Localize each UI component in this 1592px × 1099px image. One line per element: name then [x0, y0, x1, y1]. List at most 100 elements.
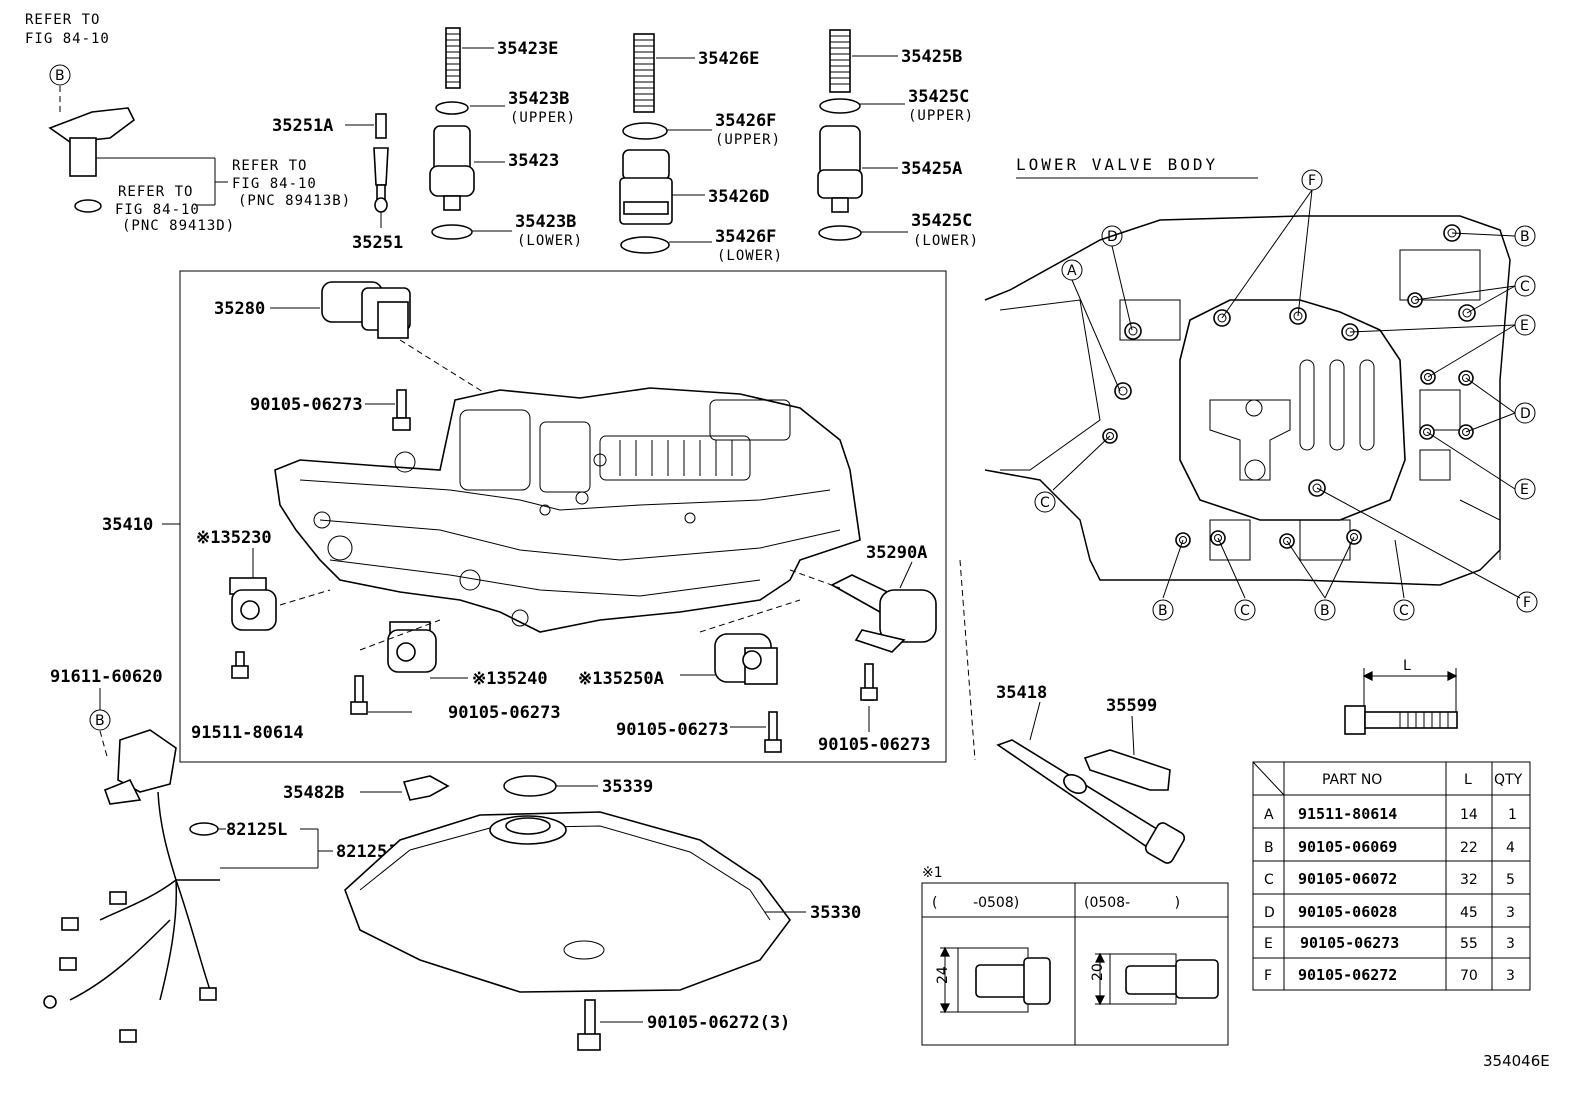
row-key: B	[1264, 840, 1274, 856]
part-82125l: 82125L	[226, 820, 287, 840]
part-35482b: 35482B	[283, 783, 344, 803]
upper-label-2: (UPPER)	[715, 132, 781, 148]
row-length: 70	[1460, 968, 1478, 984]
row-key: C	[1264, 872, 1274, 888]
row-length: 55	[1460, 936, 1478, 952]
o-ring-35425c-upper	[819, 98, 861, 114]
row-key: E	[1264, 936, 1273, 952]
harness-group: 91611-60620 B 82125L 82125J	[43, 667, 397, 1043]
part-35280: 35280	[214, 299, 265, 319]
refer-to-label-3: REFER TO	[118, 184, 193, 200]
note-mark: ※1	[922, 865, 943, 881]
callout-b-circle	[49, 64, 71, 86]
solenoid-35290a: 35290A 90105-06273	[789, 543, 976, 761]
table-row: D 90105-06028 45 3	[1264, 903, 1515, 921]
callout-c-3: C	[1240, 603, 1250, 619]
solenoid-135240: ※135240 90105-06273	[350, 619, 561, 723]
bolt-label-91511: 91511-80614	[191, 723, 304, 743]
part-135240: ※135240	[472, 669, 548, 689]
callout-c-2: C	[1040, 495, 1050, 511]
valve-35425a	[817, 125, 863, 213]
valve-body-assembly	[274, 387, 861, 633]
row-part-no: 90105-06072	[1298, 870, 1397, 888]
fig-ref-label: FIG 84-10	[25, 31, 110, 47]
row-part-no: 90105-06273	[1300, 934, 1399, 952]
row-length: 22	[1460, 840, 1478, 856]
bolt-label-90105-06272: 90105-06272(3)	[647, 1013, 790, 1033]
part-35410: 35410	[102, 515, 153, 535]
callout-f-2: F	[1523, 595, 1531, 611]
refer-to-label: REFER TO	[25, 12, 100, 28]
valve-35423	[429, 125, 475, 211]
table-row: B 90105-06069 22 4	[1264, 838, 1515, 856]
spring-35423e	[445, 27, 461, 89]
note-col2: (0508- )	[1084, 895, 1180, 911]
row-length: 32	[1460, 872, 1478, 888]
callout-a: A	[1067, 263, 1077, 279]
row-qty: 3	[1506, 968, 1515, 984]
refer-to-label-2: REFER TO	[232, 158, 307, 174]
valve-body-frame	[179, 270, 947, 763]
callout-c-1: C	[1520, 279, 1530, 295]
dim-20: 20	[1090, 963, 1106, 981]
callout-d-2: D	[1520, 406, 1531, 422]
part-35426f-upper: 35426F	[715, 111, 776, 131]
callout-d-1: D	[1107, 229, 1118, 245]
row-qty: 3	[1506, 936, 1515, 952]
table-row: F 90105-06272 70 3	[1264, 966, 1515, 984]
fig-ref-label-2: FIG 84-10	[232, 176, 317, 192]
row-part-no: 90105-06272	[1298, 966, 1397, 984]
note-box: ※1 ( -0508) (0508- ) 24 20	[921, 865, 1229, 1046]
callout-c-4: C	[1399, 603, 1409, 619]
bolt-90105-06273-top: 90105-06273	[250, 389, 411, 431]
valve-35426d	[619, 149, 673, 225]
valve-stack-35423: 35423E 35423B (UPPER) 35423 35423B (LOWE…	[429, 27, 582, 249]
clip-35482b	[402, 775, 450, 801]
callout-b-1: B	[1520, 229, 1530, 245]
part-35425a: 35425A	[901, 159, 962, 179]
part-35425b: 35425B	[901, 47, 962, 67]
harness-connector	[117, 729, 177, 793]
note-col1: ( -0508)	[932, 895, 1019, 911]
row-part-no: 90105-06069	[1298, 838, 1397, 856]
row-length: 45	[1460, 905, 1478, 921]
part-35290a: 35290A	[866, 543, 927, 563]
callout-b-harness: B	[95, 713, 105, 729]
dim-24: 24	[935, 966, 951, 984]
row-qty: 3	[1506, 905, 1515, 921]
callout-e-1: E	[1520, 318, 1529, 334]
row-key: A	[1264, 807, 1274, 823]
valve-stack-35425: 35425B 35425C (UPPER) 35425A 35425C (LOW…	[817, 29, 979, 249]
part-135230: ※135230	[196, 528, 272, 548]
pnc-89413b-label: (PNC 89413B)	[238, 193, 351, 209]
speed-sensor-body	[48, 107, 136, 143]
th-qty: QTY	[1494, 772, 1523, 788]
lower-label-2: (LOWER)	[717, 248, 783, 264]
table-row: E 90105-06273 55 3	[1264, 934, 1515, 952]
callout-leaders	[1052, 189, 1521, 599]
part-35423b-upper: 35423B	[508, 89, 569, 109]
callout-e-2: E	[1520, 482, 1529, 498]
solenoid-135230: ※135230 91511-80614	[191, 528, 331, 743]
oil-pan-group: 35482B 35339 35330 90105-06272(3)	[283, 775, 861, 1051]
figure-number: 354046E	[1483, 1052, 1550, 1070]
row-qty: 1	[1508, 807, 1517, 823]
oil-pan-35330	[344, 811, 791, 993]
case-outline	[984, 215, 1511, 586]
part-35425c-lower: 35425C	[911, 211, 972, 231]
bolt-dimension: L	[1344, 658, 1458, 735]
pipe-35418: 35418	[996, 683, 1186, 864]
solenoid-35280: 35280	[214, 281, 561, 441]
lower-label-3: (LOWER)	[913, 233, 979, 249]
table-row: C 90105-06072 32 5	[1264, 870, 1515, 888]
plate-35599: 35599	[1083, 696, 1171, 791]
bolt-label-2: 90105-06273	[448, 703, 561, 723]
callout-circles: A D F B C E D E C F B C B C	[1034, 169, 1538, 621]
lower-valve-body-title: LOWER VALVE BODY	[1016, 155, 1218, 174]
part-35423: 35423	[508, 151, 559, 171]
o-ring-35339	[503, 775, 557, 797]
part-35251a: 35251A	[272, 116, 333, 136]
callout-b-2: B	[1158, 603, 1168, 619]
callout-b-3: B	[1320, 603, 1330, 619]
upper-label-3: (UPPER)	[908, 108, 974, 124]
